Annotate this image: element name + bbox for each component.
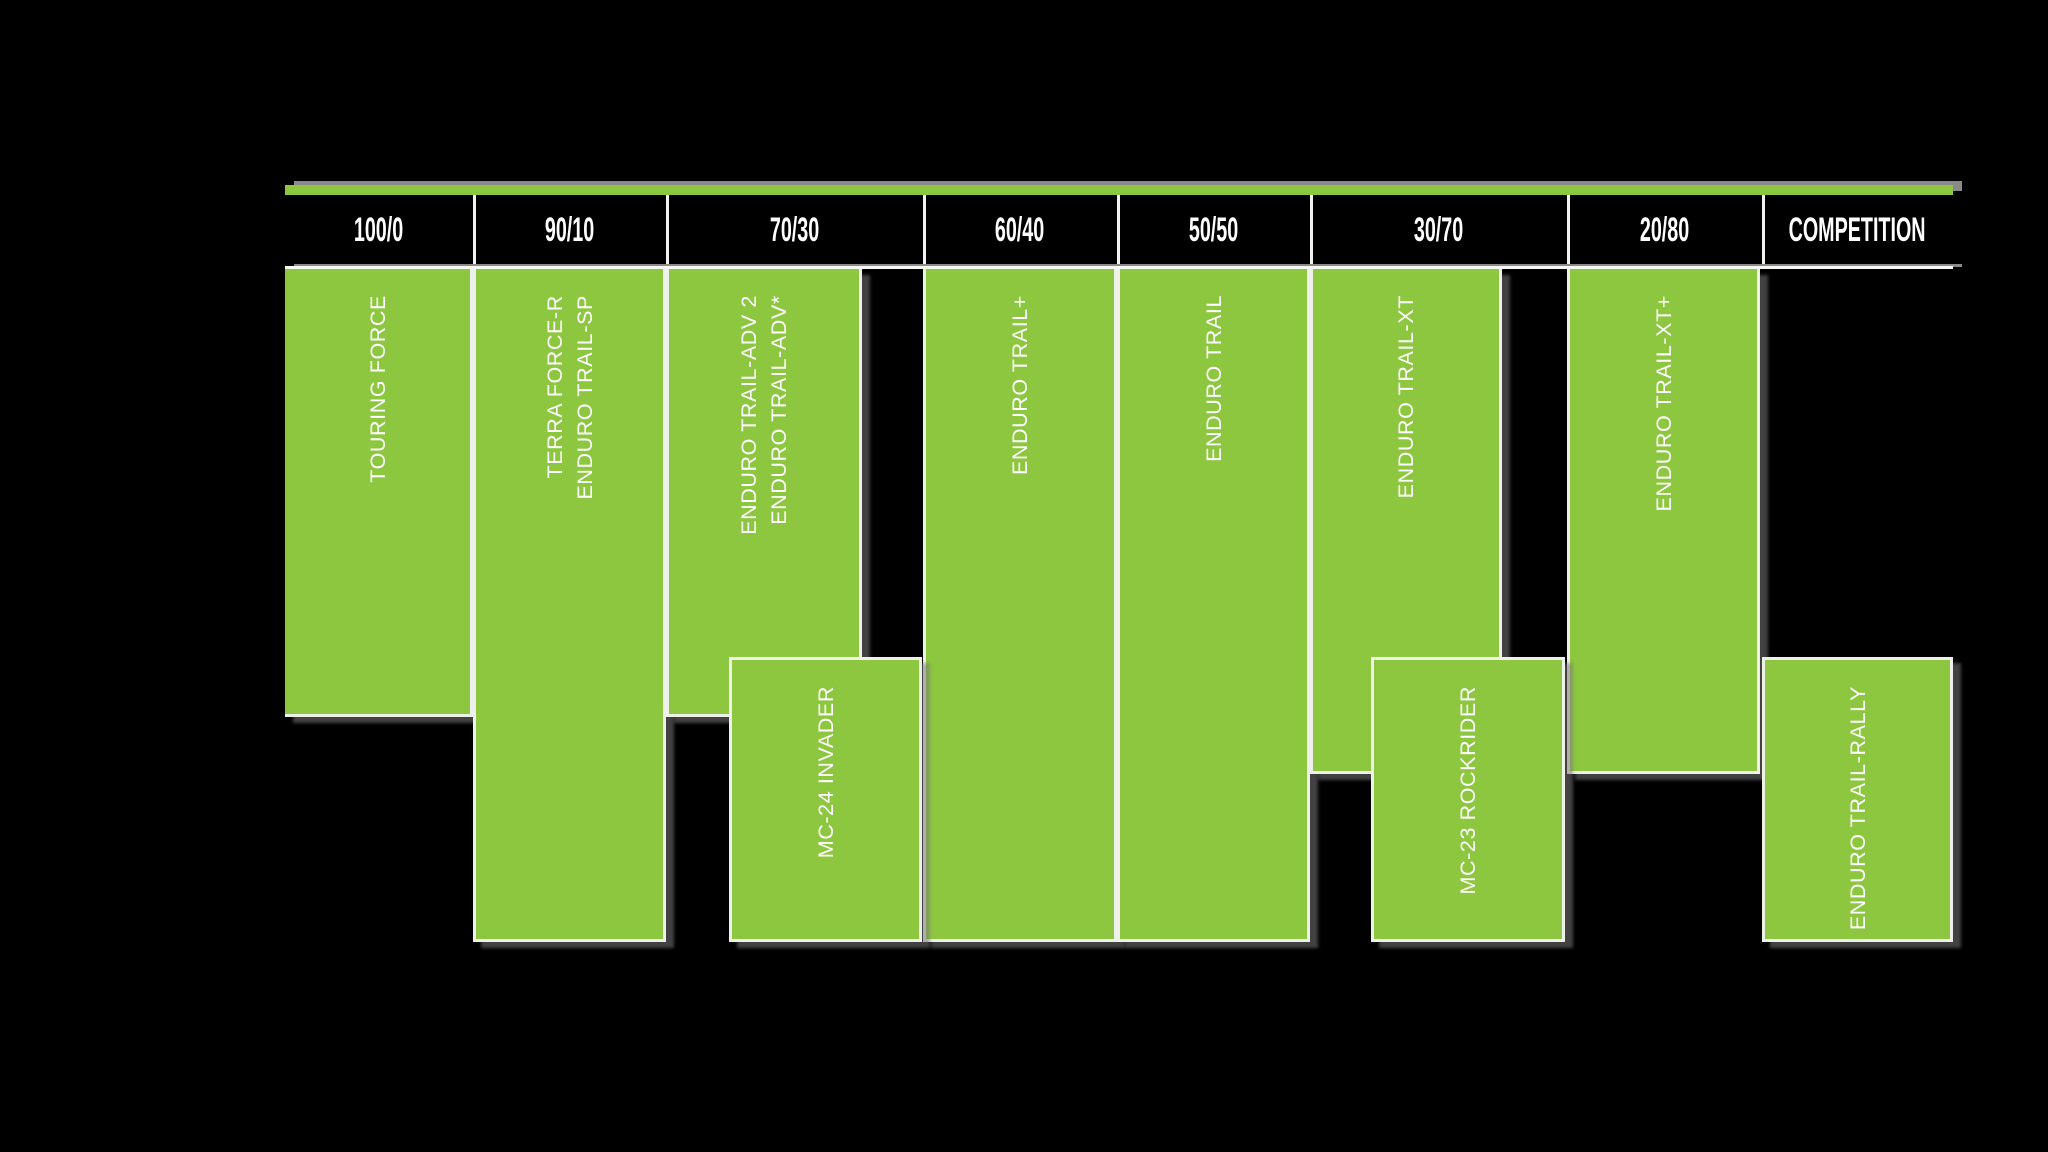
bar-label-wrap: ENDURO TRAIL-XT+: [1570, 295, 1757, 511]
header-cell-50-50: 50/50: [1117, 195, 1310, 266]
bar-label-wrap: ENDURO TRAIL-RALLY: [1765, 686, 1950, 930]
header-divider: [473, 195, 476, 267]
header-label: 100/0: [354, 211, 404, 249]
header-label: 20/80: [1639, 211, 1690, 249]
header-label: 30/70: [1413, 211, 1464, 249]
bar-label-wrap: MC-24 INVADER: [732, 686, 919, 858]
header-cell-30-70: 30/70: [1310, 195, 1567, 266]
bar-touring-force: TOURING FORCE: [285, 269, 473, 717]
bar-enduro-trail: ENDURO TRAIL: [1117, 269, 1310, 942]
header-label: 50/50: [1188, 211, 1239, 249]
header-divider: [923, 195, 926, 267]
bar-label: ENDURO TRAIL+: [1008, 295, 1032, 476]
bar-label: MC-24 INVADER: [813, 686, 838, 859]
header-cell-100-0: 100/0: [285, 195, 473, 266]
header-cell-70-30: 70/30: [666, 195, 923, 266]
header-underline: [285, 266, 1953, 269]
bar-label: ENDURO TRAIL-RALLY: [1845, 686, 1870, 931]
bar-mc-24-invader: MC-24 INVADER: [729, 657, 922, 942]
header-cell-competition: COMPETITION: [1762, 195, 1953, 266]
bar-enduro-trail-rally: ENDURO TRAIL-RALLY: [1762, 657, 1953, 942]
bar-label: TOURING FORCE: [365, 295, 390, 483]
ratio-axis-green-line: [285, 185, 1953, 195]
bar-label: MC-23 ROCKRIDER: [1456, 686, 1480, 895]
bar-label-wrap: ENDURO TRAIL: [1120, 295, 1307, 462]
header-divider: [1762, 195, 1765, 267]
header-divider: [666, 195, 669, 267]
bar-label: ENDURO TRAIL-XT: [1394, 295, 1418, 499]
header-label: COMPETITION: [1789, 211, 1926, 249]
bar-label-wrap: MC-23 ROCKRIDER: [1374, 686, 1562, 895]
bar-enduro-trail-xt-plus: ENDURO TRAIL-XT+: [1567, 269, 1760, 774]
bar-mc-23-rockrider: MC-23 ROCKRIDER: [1371, 657, 1565, 942]
bar-enduro-trail-plus: ENDURO TRAIL+: [923, 269, 1117, 942]
bar-label-wrap: TOURING FORCE: [285, 295, 470, 483]
header-divider: [1117, 195, 1120, 267]
bar-label-wrap: ENDURO TRAIL-XT: [1313, 295, 1499, 498]
bar-label: ENDURO TRAIL-XT+: [1651, 295, 1676, 512]
header-label: 60/40: [995, 211, 1045, 249]
header-cell-20-80: 20/80: [1567, 195, 1762, 266]
header-divider: [1310, 195, 1313, 267]
header-cell-90-10: 90/10: [473, 195, 666, 266]
header-label: 90/10: [544, 211, 595, 249]
bar-label-wrap: ENDURO TRAIL+: [926, 295, 1114, 475]
bar-label: ENDURO TRAIL: [1201, 295, 1226, 462]
header-cell-60-40: 60/40: [923, 195, 1117, 266]
header-divider: [1567, 195, 1570, 267]
header-label: 70/30: [769, 211, 820, 249]
